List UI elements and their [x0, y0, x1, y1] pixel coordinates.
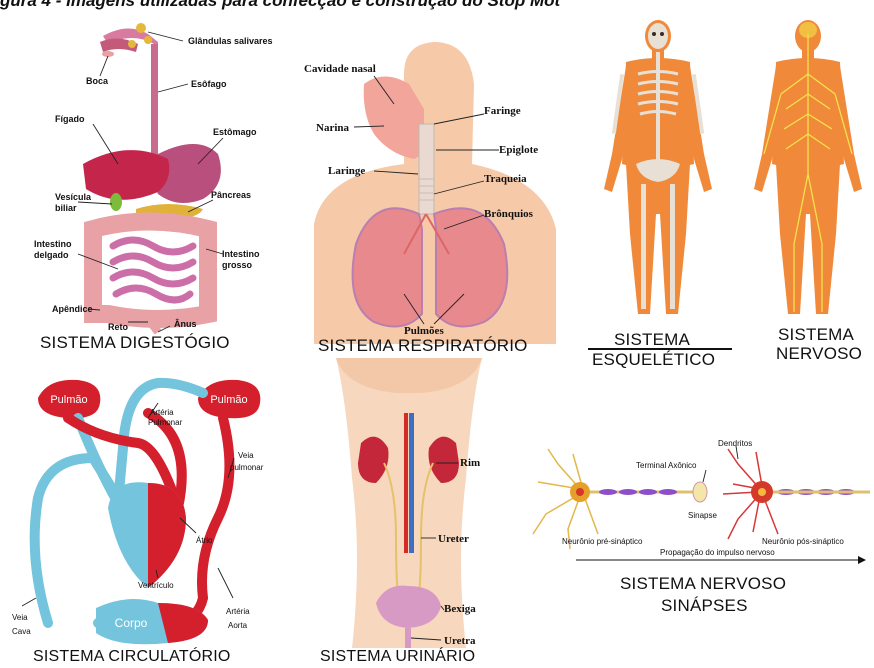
- digestive-illustration: Glândulas salivares Boca Esôfago Fígado …: [8, 14, 280, 344]
- label-bexiga: Bexiga: [444, 603, 476, 615]
- caption-sinapses-2: SINÁPSES: [661, 596, 748, 616]
- label-sinapse: Sinapse: [688, 511, 717, 520]
- caption-respiratorio: SISTEMA RESPIRATÓRIO: [318, 336, 528, 356]
- label-traqueia: Traqueia: [484, 173, 527, 185]
- respiratory-illustration: Cavidade nasal Narina Faringe Epiglote L…: [294, 14, 566, 344]
- nervous-illustration: [746, 14, 871, 340]
- label-int-delgado-1: Intestino: [34, 239, 72, 249]
- label-dendritos: Dendritos: [718, 439, 752, 448]
- label-veia-cava-2: Cava: [12, 627, 31, 636]
- label-int-delgado-2: delgado: [34, 250, 69, 260]
- label-terminal: Terminal Axônico: [636, 461, 697, 470]
- label-ureter: Ureter: [438, 533, 469, 545]
- label-ventriculo: Ventrículo: [138, 581, 174, 590]
- label-arteria-aorta-1: Artéria: [226, 607, 250, 616]
- label-faringe: Faringe: [484, 105, 521, 117]
- caption-nervoso-1: SISTEMA: [778, 325, 854, 345]
- label-int-grosso-2: grosso: [222, 260, 253, 270]
- caption-urinario: SISTEMA URINÁRIO: [320, 648, 475, 666]
- label-uretra: Uretra: [444, 635, 476, 647]
- label-laringe: Laringe: [328, 165, 365, 177]
- nervous-panel: [746, 14, 871, 340]
- caption-esqueletico-1: SISTEMA: [614, 330, 690, 350]
- label-arteria-aorta-2: Aorta: [228, 621, 248, 630]
- label-epiglote: Epiglote: [499, 144, 538, 156]
- circulatory-panel: Pulmão Pulmão Corpo Artéria Pulmonar Vei…: [8, 358, 284, 648]
- label-figado: Fígado: [55, 114, 85, 124]
- label-veia-pulm-1: Veia: [238, 451, 254, 460]
- label-pancreas: Pâncreas: [211, 190, 251, 200]
- label-bronquios: Brônquios: [484, 208, 534, 220]
- digestive-panel: Glândulas salivares Boca Esôfago Fígado …: [8, 14, 280, 344]
- label-glandulas: Glândulas salivares: [188, 36, 273, 46]
- label-boca: Boca: [86, 76, 109, 86]
- label-estomago: Estômago: [213, 127, 257, 137]
- urinary-illustration: Rim Ureter Bexiga Uretra: [296, 358, 522, 648]
- synapse-illustration: Dendritos Terminal Axônico Sinapse Neurô…: [528, 434, 870, 574]
- respiratory-panel: Cavidade nasal Narina Faringe Epiglote L…: [294, 14, 566, 344]
- label-cavidade: Cavidade nasal: [304, 63, 376, 75]
- label-arteria-pulm-2: Pulmonar: [148, 418, 183, 427]
- label-pre: Neurônio pré-sináptico: [562, 537, 643, 546]
- label-veia-pulm-2: pulmonar: [230, 463, 264, 472]
- circulatory-illustration: Pulmão Pulmão Corpo Artéria Pulmonar Vei…: [8, 358, 284, 648]
- caption-esqueletico-2: ESQUELÉTICO: [592, 350, 715, 370]
- label-pulmao-right: Pulmão: [210, 394, 247, 406]
- caption-nervoso-2: NERVOSO: [776, 344, 862, 364]
- label-reto: Reto: [108, 322, 129, 332]
- label-rim: Rim: [460, 457, 480, 469]
- label-apendice: Apêndice: [52, 304, 93, 314]
- caption-sinapses-1: SISTEMA NERVOSO: [620, 574, 786, 594]
- label-atrio: Átrio: [196, 536, 213, 545]
- label-anus: Ânus: [174, 318, 197, 329]
- label-pos: Neurônio pós-sináptico: [762, 537, 844, 546]
- label-propagacao: Propagação do impulso nervoso: [660, 548, 775, 557]
- urinary-panel: Rim Ureter Bexiga Uretra: [296, 358, 522, 648]
- label-veia-cava-1: Veia: [12, 613, 28, 622]
- label-arteria-pulm-1: Artéria: [150, 408, 174, 417]
- figure-title: gura 4 - Imagens utilizadas para confecç…: [0, 0, 560, 11]
- label-vesicula-2: biliar: [55, 203, 77, 213]
- label-int-grosso-1: Intestino: [222, 249, 260, 259]
- label-vesicula-1: Vesícula: [55, 192, 92, 202]
- caption-digestivo: SISTEMA DIGESTÓGIO: [40, 333, 230, 353]
- label-narina: Narina: [316, 122, 350, 134]
- label-corpo: Corpo: [115, 616, 148, 630]
- caption-circulatorio: SISTEMA CIRCULATÓRIO: [33, 648, 231, 666]
- skeleton-illustration: [586, 14, 731, 340]
- synapse-panel: Dendritos Terminal Axônico Sinapse Neurô…: [528, 434, 870, 574]
- label-esofago: Esôfago: [191, 79, 227, 89]
- skeletal-panel: [586, 14, 731, 340]
- label-pulmao-left: Pulmão: [50, 394, 87, 406]
